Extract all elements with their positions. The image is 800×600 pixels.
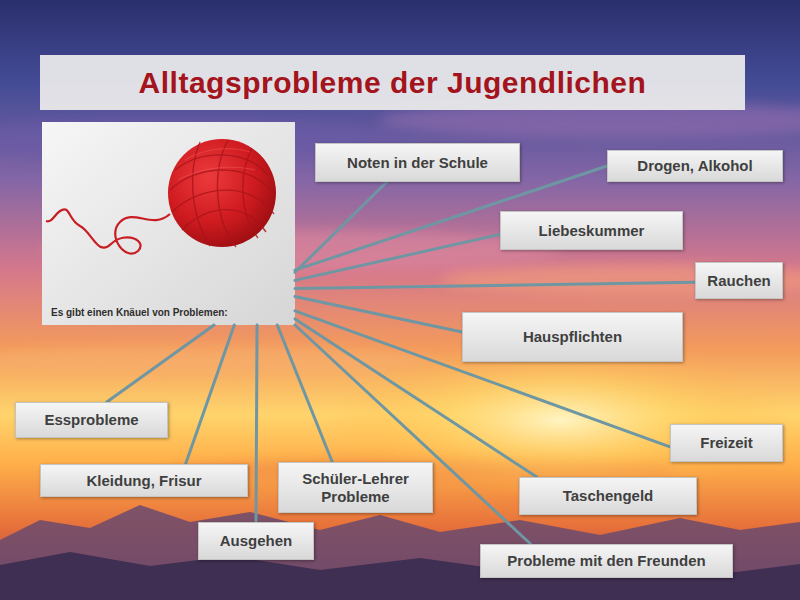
connector-line	[295, 282, 695, 288]
box-label: Noten in der Schule	[347, 154, 488, 172]
box-label: Probleme mit den Freunden	[507, 552, 705, 570]
problem-box: Ausgehen	[198, 522, 314, 560]
yarn-picture-node: Es gibt einen Knäuel von Problemen:	[42, 122, 295, 325]
picture-caption: Es gibt einen Knäuel von Problemen:	[51, 307, 228, 318]
box-label: Essprobleme	[44, 411, 138, 429]
connector-line	[295, 182, 387, 272]
box-label: Kleidung, Frisur	[86, 472, 201, 490]
connector-line	[256, 325, 257, 522]
problem-box: Kleidung, Frisur	[40, 464, 248, 497]
box-label: Liebeskummer	[539, 222, 645, 240]
connector-line	[295, 297, 462, 332]
problem-box: Noten in der Schule	[315, 143, 520, 182]
problem-box: Rauchen	[695, 262, 783, 299]
connector-line	[186, 325, 235, 464]
connector-line	[107, 325, 214, 402]
yarn-illustration	[42, 122, 295, 325]
box-label: Ausgehen	[220, 532, 293, 550]
problem-box: Probleme mit den Freunden	[480, 544, 733, 578]
box-label: Schüler-Lehrer Probleme	[289, 470, 422, 506]
box-label: Taschengeld	[563, 487, 654, 505]
connector-line	[277, 325, 332, 462]
problem-box: Freizeit	[670, 424, 783, 462]
problem-box: Hauspflichten	[462, 312, 683, 362]
connector-line	[295, 234, 500, 280]
problem-box: Taschengeld	[519, 477, 697, 515]
problem-box: Liebeskummer	[500, 211, 683, 250]
title-bar: Alltagsprobleme der Jugendlichen	[40, 55, 745, 110]
problem-box: Drogen, Alkohol	[607, 150, 783, 182]
box-label: Freizeit	[700, 434, 753, 452]
box-label: Hauspflichten	[523, 328, 622, 346]
box-label: Rauchen	[707, 272, 770, 290]
problem-box: Essprobleme	[15, 402, 168, 438]
box-label: Drogen, Alkohol	[637, 157, 752, 175]
problem-box: Schüler-Lehrer Probleme	[278, 462, 433, 513]
title-text: Alltagsprobleme der Jugendlichen	[139, 66, 647, 100]
